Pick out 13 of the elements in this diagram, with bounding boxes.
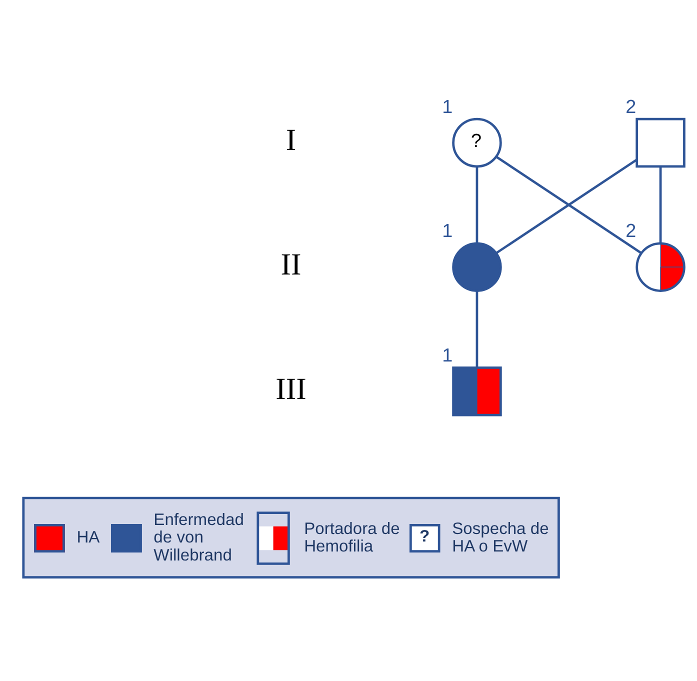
node-label: 1 [442,96,453,118]
label: II [280,248,302,282]
label: III [276,372,306,406]
node-label: 2 [626,96,636,118]
legend-label: HA [76,528,100,547]
node-label: 2 [626,221,636,242]
label: ? [420,526,430,546]
label: I [286,123,296,158]
legend-label: Sospecha de HA o EvW [452,518,549,556]
node-label: 1 [442,221,453,242]
legend-label: Enfermedad de von Willebrand [154,510,244,564]
legend-label: Portadora de Hemofilia [304,518,400,556]
node-label: 1 [442,346,453,367]
